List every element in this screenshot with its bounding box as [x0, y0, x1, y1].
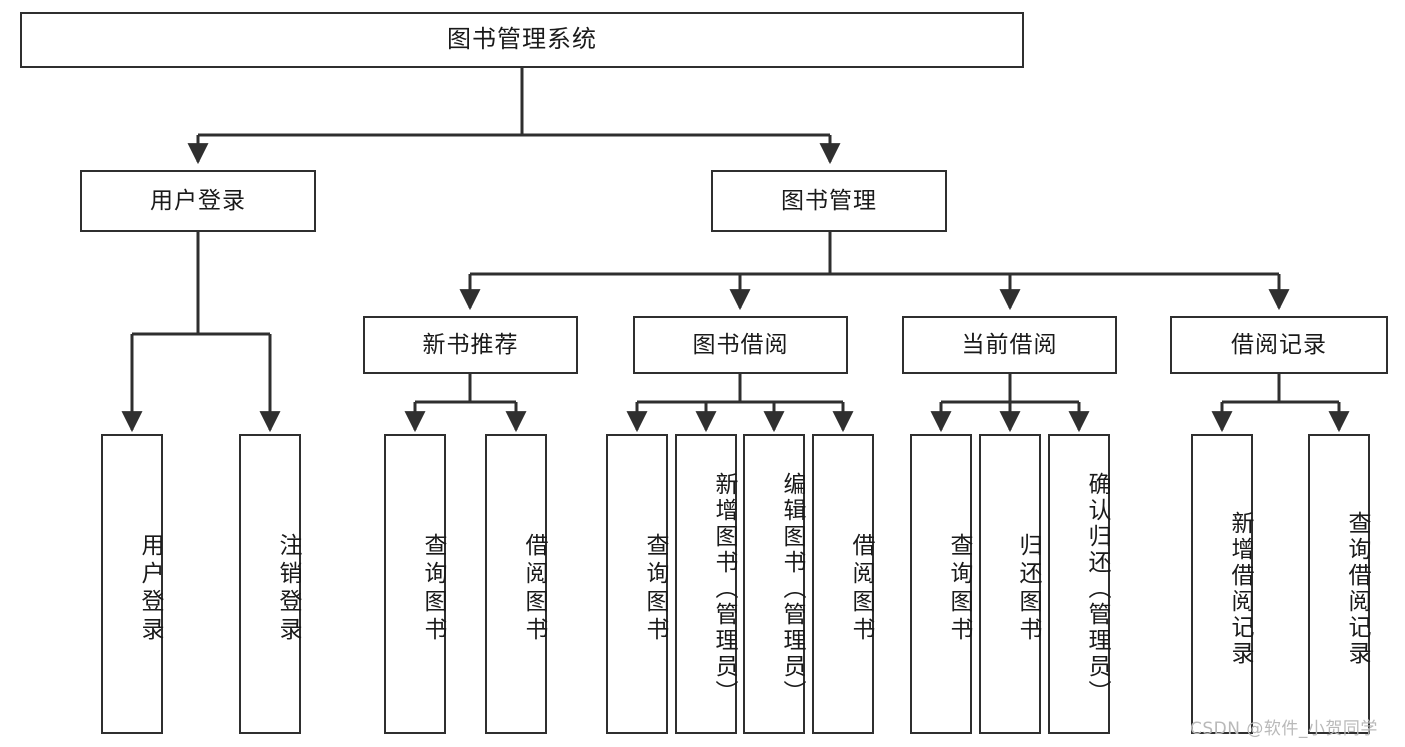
- node-user-login[interactable]: 用户登录: [80, 170, 316, 232]
- node-label: 确认归还（管理员）: [1084, 472, 1110, 706]
- node-label: 用户登录: [137, 533, 163, 645]
- node-leaf-confirm-return[interactable]: 确认归还（管理员）: [1048, 434, 1110, 734]
- node-label: 借阅图书: [521, 533, 547, 645]
- node-label: 新增借阅记录: [1227, 511, 1253, 667]
- node-label: 编辑图书（管理员）: [779, 472, 805, 706]
- node-leaf-query-book-1[interactable]: 查询图书: [384, 434, 446, 734]
- node-book-borrow[interactable]: 图书借阅: [633, 316, 848, 374]
- node-leaf-add-record[interactable]: 新增借阅记录: [1191, 434, 1253, 734]
- node-leaf-borrow-book-1[interactable]: 借阅图书: [485, 434, 547, 734]
- node-label: 借阅图书: [848, 533, 874, 645]
- node-leaf-logout[interactable]: 注销登录: [239, 434, 301, 734]
- node-label: 新书推荐: [422, 331, 519, 358]
- node-label: 图书借阅: [692, 331, 789, 358]
- node-label: 查询图书: [946, 533, 972, 645]
- node-label: 当前借阅: [961, 331, 1058, 358]
- node-new-book-rec[interactable]: 新书推荐: [363, 316, 578, 374]
- node-leaf-query-record[interactable]: 查询借阅记录: [1308, 434, 1370, 734]
- node-label: 图书管理系统: [447, 25, 597, 54]
- node-label: 注销登录: [275, 533, 301, 645]
- node-borrow-record[interactable]: 借阅记录: [1170, 316, 1388, 374]
- csdn-watermark: CSDN @软件_小贺同学: [1190, 719, 1378, 739]
- node-leaf-return-book[interactable]: 归还图书: [979, 434, 1041, 734]
- node-leaf-user-login[interactable]: 用户登录: [101, 434, 163, 734]
- node-label: 查询图书: [642, 533, 668, 645]
- node-label: 查询借阅记录: [1344, 511, 1370, 667]
- node-root-system[interactable]: 图书管理系统: [20, 12, 1024, 68]
- node-leaf-borrow-book-2[interactable]: 借阅图书: [812, 434, 874, 734]
- node-book-manage[interactable]: 图书管理: [711, 170, 947, 232]
- node-label: 归还图书: [1015, 533, 1041, 645]
- node-current-borrow[interactable]: 当前借阅: [902, 316, 1117, 374]
- node-leaf-query-book-2[interactable]: 查询图书: [606, 434, 668, 734]
- node-leaf-add-book[interactable]: 新增图书（管理员）: [675, 434, 737, 734]
- node-label: 新增图书（管理员）: [711, 472, 737, 706]
- node-label: 图书管理: [781, 187, 877, 214]
- node-leaf-edit-book[interactable]: 编辑图书（管理员）: [743, 434, 805, 734]
- node-label: 借阅记录: [1231, 331, 1327, 358]
- node-label: 查询图书: [420, 533, 446, 645]
- node-leaf-query-book-3[interactable]: 查询图书: [910, 434, 972, 734]
- node-label: 用户登录: [150, 187, 246, 214]
